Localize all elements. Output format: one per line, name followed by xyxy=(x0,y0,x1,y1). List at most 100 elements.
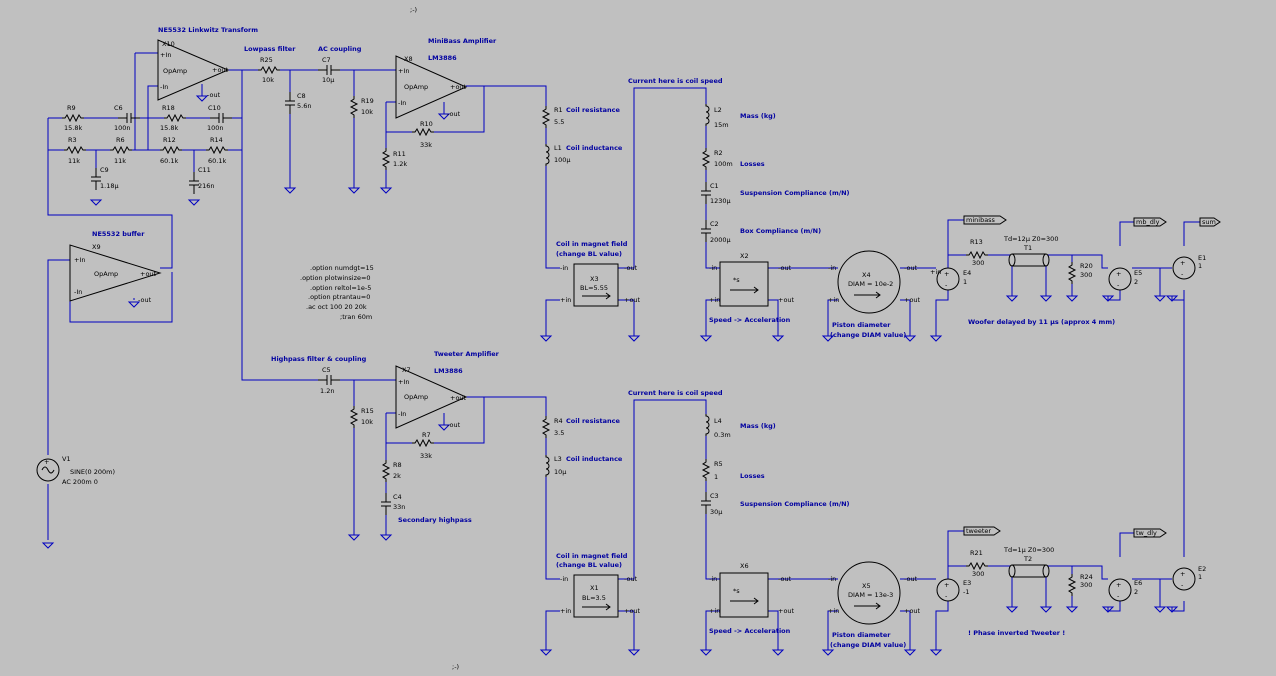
net-mb-dly[interactable]: mb_dly xyxy=(1133,217,1167,227)
r13[interactable]: R13 300 xyxy=(965,238,989,267)
tline-t1[interactable]: Td=12µ Z0=300 T1 xyxy=(1003,235,1058,267)
svg-text:-in: -in xyxy=(828,264,836,272)
svg-text:BL=3.5: BL=3.5 xyxy=(582,594,606,602)
r14[interactable]: R14 60.1k xyxy=(205,136,229,165)
svg-text:-In: -In xyxy=(398,410,406,418)
block-x2[interactable]: X2 *s Speed -> Acceleration -in +in -out… xyxy=(709,252,795,324)
block-x4[interactable]: X4 DIAM = 10e-2 Piston diameter (change … xyxy=(828,250,921,339)
r9[interactable]: R9 15.8k xyxy=(61,104,85,132)
c9[interactable]: C9 1.18µ xyxy=(90,166,119,191)
net-tweeter[interactable]: tweeter xyxy=(963,526,1001,536)
tline-t2[interactable]: Td=1µ Z0=300 T2 xyxy=(1003,546,1054,578)
smiley-bottom: ;-) xyxy=(452,663,459,671)
svg-text:R14: R14 xyxy=(210,136,223,144)
opamp-x9[interactable]: NE5532 buffer X9 OpAmp +In -In +out -out xyxy=(69,230,162,304)
svg-text:+: + xyxy=(44,458,49,466)
svg-text:-out: -out xyxy=(904,264,918,272)
block-x1[interactable]: Coil in magnet field (change BL value) X… xyxy=(556,552,641,618)
comment-phase-inverted: ! Phase inverted Tweeter ! xyxy=(968,629,1065,637)
c5[interactable]: C5 1.2n xyxy=(317,366,341,395)
r3[interactable]: R3 11k xyxy=(63,136,87,165)
block-x5[interactable]: X5 DIAM = 13e-3 Piston diameter (change … xyxy=(828,561,921,649)
r18[interactable]: R18 15.8k xyxy=(160,104,187,132)
c1[interactable]: C1 1230µ Suspension Compliance (m/N) xyxy=(700,181,850,205)
c10[interactable]: C10 100n xyxy=(207,104,233,132)
c8[interactable]: C8 5.6n xyxy=(284,91,311,115)
r4[interactable]: R4 3.5 Coil resistance xyxy=(542,415,621,439)
opamp-x10-ref: X10 xyxy=(162,40,175,48)
r7[interactable]: R7 33k xyxy=(411,431,435,460)
svg-text:2k: 2k xyxy=(393,472,401,480)
opamp-x8-title: MiniBass Amplifier xyxy=(428,37,497,45)
svg-text:-out: -out xyxy=(207,91,221,99)
svg-text:+: + xyxy=(1116,270,1121,278)
r2[interactable]: R2 100m Losses xyxy=(702,147,765,171)
source-e4[interactable]: +- E4 1 +in xyxy=(930,267,971,291)
r15[interactable]: R15 10k xyxy=(350,405,374,429)
source-e6[interactable]: +- E6 2 xyxy=(1108,578,1142,602)
l3[interactable]: L3 10µ Coil inductance xyxy=(545,454,623,478)
svg-text:X3: X3 xyxy=(590,275,599,283)
source-e1[interactable]: +- E1 1 xyxy=(1172,254,1206,280)
c11[interactable]: C11 216n xyxy=(188,166,215,195)
net-sum[interactable]: sum xyxy=(1199,217,1221,227)
r19[interactable]: R19 10k xyxy=(350,95,374,119)
r1[interactable]: R1 5.5 Coil resistance xyxy=(542,105,621,129)
svg-text:+out: +out xyxy=(212,66,229,74)
r10[interactable]: R10 33k xyxy=(411,120,435,149)
r25[interactable]: R25 10k xyxy=(257,56,281,84)
r11[interactable]: R11 1.2k xyxy=(382,147,407,171)
spice-directives[interactable]: .option numdgt=15 .option plotwinsize=0 … xyxy=(300,264,374,321)
opamp-x8-label: OpAmp xyxy=(404,83,428,91)
c7[interactable]: C7 10µ xyxy=(317,56,341,84)
ground-symbols xyxy=(42,95,1178,656)
opamp-x7-title: Tweeter Amplifier xyxy=(434,350,500,358)
svg-text:R13: R13 xyxy=(970,238,983,246)
c6[interactable]: C6 100n xyxy=(114,104,141,132)
opamp-x9-label: OpAmp xyxy=(94,270,118,278)
svg-text:C2: C2 xyxy=(710,220,719,228)
svg-text:-in: -in xyxy=(560,264,568,272)
r21[interactable]: R21 300 xyxy=(965,549,989,578)
l1[interactable]: L1 100µ Coil inductance xyxy=(545,143,623,167)
svg-text:-out: -out xyxy=(624,575,638,583)
block-x3[interactable]: Coil in magnet field (change BL value) X… xyxy=(556,240,641,307)
r8[interactable]: R8 2k xyxy=(382,459,402,483)
svg-text:+in: +in xyxy=(930,268,941,276)
r6[interactable]: R6 11k xyxy=(109,136,133,165)
r5[interactable]: R5 1 Losses xyxy=(702,458,765,482)
source-v1[interactable]: + V1 SINE(0 200m) AC 200m 0 xyxy=(36,455,115,486)
svg-text:X1: X1 xyxy=(590,584,599,592)
l4[interactable]: L4 0.3m Mass (kg) xyxy=(705,413,776,439)
r20[interactable]: R20 300 xyxy=(1068,261,1093,285)
opamp-x10[interactable]: NE5532 Linkwitz Transform X10 OpAmp +In … xyxy=(157,26,258,101)
svg-text:Suspension Compliance (m/N): Suspension Compliance (m/N) xyxy=(740,500,850,508)
source-e5[interactable]: +- E5 2 xyxy=(1108,267,1142,291)
opamp-x10-label: OpAmp xyxy=(163,67,187,75)
svg-text:Coil resistance: Coil resistance xyxy=(566,106,621,114)
l2[interactable]: L2 15m Mass (kg) xyxy=(705,103,776,129)
block-x6[interactable]: X6 *s Speed -> Acceleration -in +in -out… xyxy=(709,562,795,635)
svg-text:+out: +out xyxy=(624,607,641,615)
source-e3[interactable]: +- E3 -1 xyxy=(936,578,971,602)
comment-secondary-hp: Secondary highpass xyxy=(398,516,472,524)
net-minibass[interactable]: minibass xyxy=(963,215,1007,225)
svg-text:R8: R8 xyxy=(393,461,402,469)
r12[interactable]: R12 60.1k xyxy=(159,136,183,165)
r24[interactable]: R24 300 xyxy=(1068,573,1093,597)
c2[interactable]: C2 2000µ Box Compliance (m/N) xyxy=(700,219,821,244)
svg-text:R20: R20 xyxy=(1080,262,1093,270)
svg-text:sum: sum xyxy=(1202,218,1216,226)
c4[interactable]: C4 33n xyxy=(380,492,405,516)
svg-text:Piston diameter: Piston diameter xyxy=(832,631,891,639)
opamp-x8[interactable]: MiniBass Amplifier LM3886 X8 OpAmp +In -… xyxy=(395,37,497,119)
c3[interactable]: C3 30µ Suspension Compliance (m/N) xyxy=(700,491,850,516)
net-tw-dly[interactable]: tw_dly xyxy=(1133,528,1167,538)
opamp-x7[interactable]: Tweeter Amplifier LM3886 X7 OpAmp +In -I… xyxy=(395,350,500,429)
svg-text:300: 300 xyxy=(1080,581,1092,589)
svg-text:L3: L3 xyxy=(554,455,562,463)
svg-text:+out: +out xyxy=(450,83,467,91)
source-e2[interactable]: +- E2 1 xyxy=(1172,565,1206,591)
svg-text:30µ: 30µ xyxy=(710,508,722,516)
